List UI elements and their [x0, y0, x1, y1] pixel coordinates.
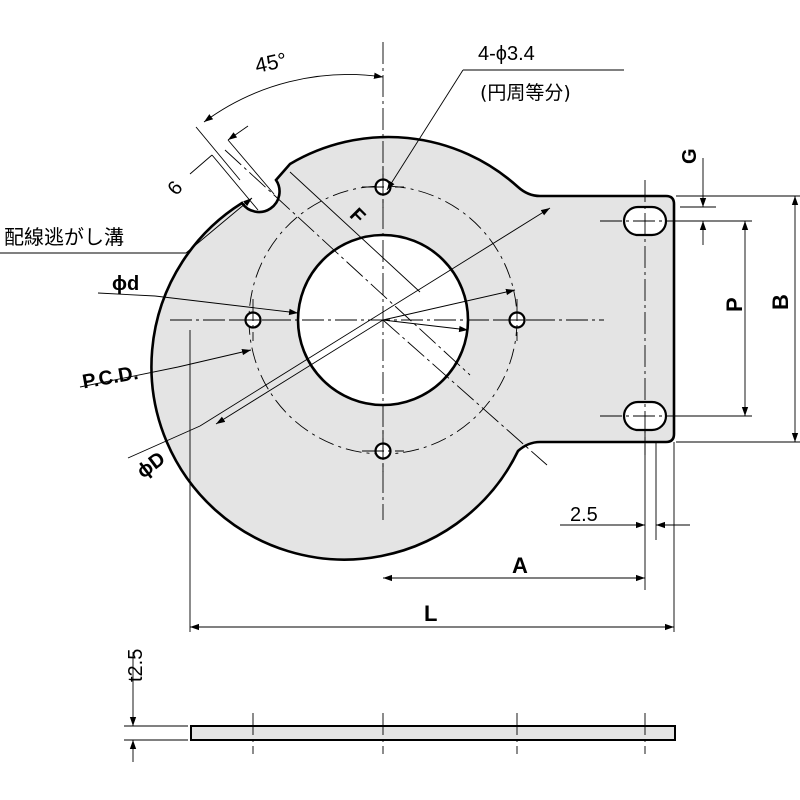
groove-label: 配線逃がし溝: [4, 225, 124, 249]
small-dia-label: ϕd: [112, 273, 139, 295]
holes-label: 4-ϕ3.4: [478, 43, 535, 65]
l-label: L: [424, 601, 437, 626]
a-label: A: [512, 553, 528, 578]
side-view: t2.5: [124, 649, 676, 762]
slot-width-dimension: 6: [163, 125, 275, 211]
offset-dimension: 2.5: [560, 430, 690, 590]
thickness-label: t2.5: [125, 649, 147, 682]
a-dimension: A: [383, 553, 645, 582]
side-view-plate: [190, 725, 676, 741]
holes-note: (円周等分): [480, 82, 571, 104]
b-label: B: [768, 294, 793, 310]
offset-label: 2.5: [570, 504, 598, 526]
p-dimension: P: [676, 220, 752, 417]
center-lines: [170, 42, 690, 520]
slot-width-label: 6: [163, 177, 187, 200]
small-diameter-dimension: ϕd: [97, 273, 469, 333]
p-label: P: [722, 297, 747, 312]
g-label: G: [679, 148, 701, 164]
g-dimension: G: [679, 148, 716, 245]
l-dimension: L: [189, 330, 675, 632]
holes-callout: 4-ϕ3.4 (円周等分): [386, 43, 624, 191]
angle-label: 45°: [253, 49, 289, 78]
groove-callout: 配線逃がし溝: [0, 197, 253, 254]
b-dimension: B: [676, 195, 800, 443]
pcd-label: P.C.D.: [81, 362, 140, 393]
